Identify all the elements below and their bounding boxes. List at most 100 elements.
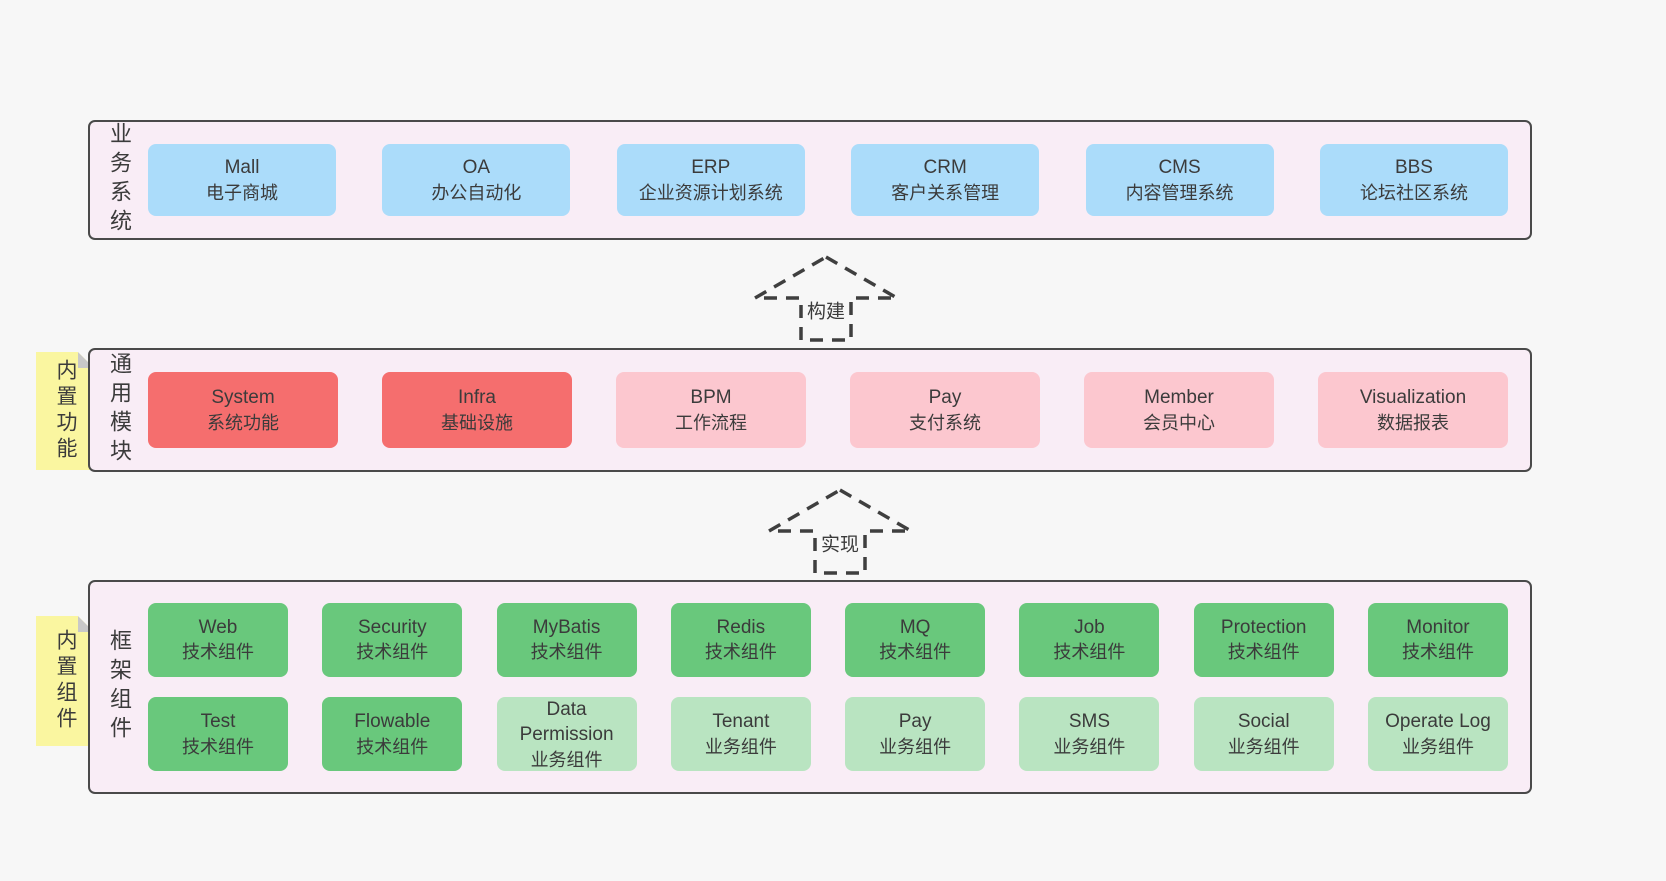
box-subtitle: 基础设施 (441, 412, 513, 433)
box-subtitle: 论坛社区系统 (1359, 182, 1468, 203)
box-subtitle: 支付系统 (909, 412, 981, 433)
box-title: Monitor (1406, 616, 1470, 638)
dashed-up-arrow-icon (752, 254, 900, 342)
box-subtitle: 业务组件 (1227, 736, 1300, 757)
sticky-note-builtin-functions: 内置功能 (36, 352, 94, 470)
box-infra: Infra 基础设施 (382, 372, 572, 448)
box-subtitle: 技术组件 (530, 642, 603, 663)
box-bbs: BBS 论坛社区系统 (1319, 144, 1508, 216)
box-subtitle: 技术组件 (356, 642, 429, 663)
box-subtitle: 技术组件 (182, 736, 254, 757)
box-mq: MQ 技术组件 (845, 602, 986, 677)
band-label: 框架组件 (107, 629, 132, 745)
band-label: 业务系统 (107, 122, 132, 238)
box-title: MyBatis (532, 616, 601, 638)
box-title: Operate Log (1385, 711, 1491, 733)
box-pay-module: Pay 支付系统 (850, 372, 1040, 448)
box-title: Protection (1220, 616, 1307, 638)
band-framework-components: 框架组件 Web 技术组件 Security 技术组件 MyBatis 技术组件… (88, 580, 1532, 794)
band-boxes: Mall 电子商城 OA 办公自动化 ERP 企业资源计划系统 CRM 客户关系… (148, 122, 1530, 238)
box-subtitle: 技术组件 (1401, 642, 1474, 663)
box-security: Security 技术组件 (322, 602, 463, 677)
box-pay-component: Pay 业务组件 (845, 697, 986, 772)
box-subtitle: 数据报表 (1377, 412, 1449, 433)
box-subtitle: 技术组件 (182, 642, 254, 663)
box-title: CMS (1158, 157, 1201, 179)
box-cms: CMS 内容管理系统 (1085, 144, 1274, 216)
box-title: BPM (690, 387, 732, 409)
box-title: MQ (899, 616, 931, 638)
band-label: 通用模块 (107, 352, 132, 468)
box-bpm: BPM 工作流程 (616, 372, 806, 448)
arrow-build: 构建 (752, 254, 900, 342)
box-title: Social (1237, 711, 1290, 733)
box-title: Member (1144, 387, 1214, 409)
box-subtitle: 客户关系管理 (891, 182, 1000, 203)
box-subtitle: 技术组件 (879, 642, 952, 663)
box-title: BBS (1394, 157, 1433, 179)
box-redis: Redis 技术组件 (670, 602, 811, 677)
box-title: Web (198, 616, 238, 638)
box-subtitle: 业务组件 (879, 736, 952, 757)
box-subtitle: 内容管理系统 (1125, 182, 1234, 203)
box-oa: OA 办公自动化 (382, 144, 571, 216)
box-subtitle: 会员中心 (1143, 412, 1215, 433)
box-operate-log: Operate Log 业务组件 (1367, 697, 1508, 772)
box-subtitle: 技术组件 (1053, 642, 1126, 663)
box-title: CRM (923, 157, 967, 179)
band-business-systems: 业务系统 Mall 电子商城 OA 办公自动化 ERP 企业资源计划系统 CRM… (88, 120, 1532, 240)
box-subtitle: 技术组件 (356, 736, 429, 757)
box-title: OA (462, 157, 491, 179)
box-subtitle: 电子商城 (206, 182, 278, 203)
component-row-2: Test 技术组件 Flowable 技术组件 Data Permission … (148, 697, 1508, 772)
box-subtitle: 业务组件 (530, 749, 603, 770)
box-web: Web 技术组件 (148, 602, 288, 677)
box-subtitle: 工作流程 (675, 412, 747, 433)
note-text: 内置组件 (54, 629, 77, 733)
box-visualization: Visualization 数据报表 (1318, 372, 1508, 448)
box-subtitle: 技术组件 (704, 642, 777, 663)
box-job: Job 技术组件 (1019, 602, 1160, 677)
box-subtitle: 业务组件 (704, 736, 777, 757)
box-title: Security (357, 616, 427, 638)
box-subtitle: 系统功能 (207, 412, 279, 433)
note-text: 内置功能 (54, 359, 77, 463)
band-boxes: System 系统功能 Infra 基础设施 BPM 工作流程 Pay 支付系统… (148, 350, 1530, 470)
arrow-label: 构建 (803, 295, 849, 325)
box-title: Visualization (1359, 387, 1467, 409)
box-mall: Mall 电子商城 (148, 144, 336, 216)
box-title: Infra (457, 387, 497, 409)
box-title: Job (1074, 616, 1105, 638)
sticky-note-builtin-components: 内置组件 (36, 616, 94, 746)
box-subtitle: 企业资源计划系统 (638, 182, 783, 203)
box-test: Test 技术组件 (148, 697, 288, 772)
box-data-permission: Data Permission 业务组件 (496, 697, 637, 772)
box-title: Pay (928, 387, 962, 409)
box-title: Mall (224, 157, 260, 179)
arrow-label: 实现 (817, 528, 863, 558)
box-social: Social 业务组件 (1193, 697, 1334, 772)
band-rows: Web 技术组件 Security 技术组件 MyBatis 技术组件 Redi… (148, 582, 1530, 792)
box-subtitle: 业务组件 (1401, 736, 1474, 757)
box-title: System (211, 387, 275, 409)
box-member: Member 会员中心 (1084, 372, 1274, 448)
component-row-1: Web 技术组件 Security 技术组件 MyBatis 技术组件 Redi… (148, 602, 1508, 677)
box-subtitle: 办公自动化 (431, 182, 522, 203)
box-flowable: Flowable 技术组件 (322, 697, 463, 772)
box-sms: SMS 业务组件 (1019, 697, 1160, 772)
box-title: Tenant (712, 711, 770, 733)
box-system: System 系统功能 (148, 372, 338, 448)
box-title: SMS (1068, 711, 1110, 733)
box-subtitle: 业务组件 (1053, 736, 1126, 757)
arrow-implement: 实现 (766, 487, 914, 575)
box-crm: CRM 客户关系管理 (851, 144, 1040, 216)
box-title: Flowable (354, 711, 431, 733)
band-common-modules: 通用模块 System 系统功能 Infra 基础设施 BPM 工作流程 Pay… (88, 348, 1532, 472)
box-title: Test (200, 711, 236, 733)
dashed-up-arrow-icon (766, 487, 914, 575)
box-monitor: Monitor 技术组件 (1367, 602, 1508, 677)
box-protection: Protection 技术组件 (1193, 602, 1334, 677)
box-title: Pay (898, 711, 932, 733)
box-title: Data Permission (519, 698, 614, 746)
